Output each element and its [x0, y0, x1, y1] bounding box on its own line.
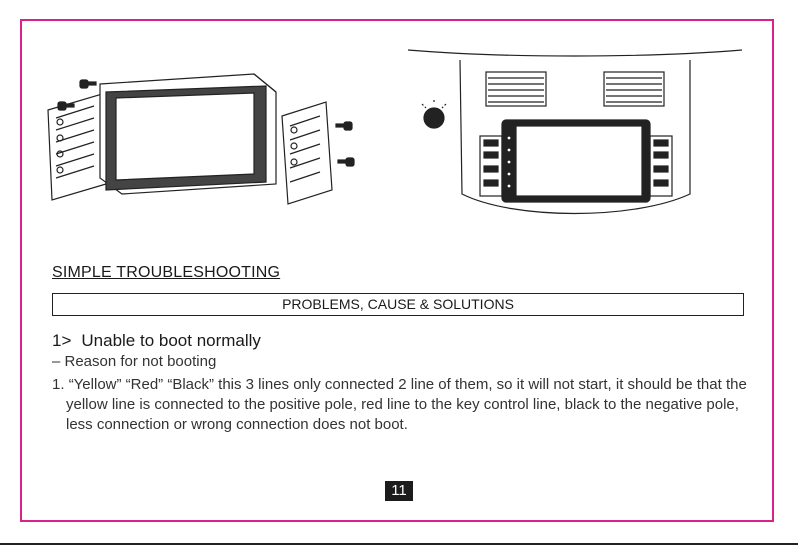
issue-heading: 1> Unable to boot normally	[52, 331, 261, 351]
issue-item: 1. “Yellow” “Red” “Black” this 3 lines o…	[52, 375, 748, 435]
reason-line: – Reason for not booting	[52, 353, 217, 370]
bottom-divider	[0, 543, 798, 545]
issue-title: Unable to boot normally	[81, 331, 261, 350]
item-number: 1.	[52, 376, 65, 393]
page-frame	[20, 19, 774, 522]
issue-number: 1>	[52, 331, 72, 350]
problems-header-box: PROBLEMS, CAUSE & SOLUTIONS	[52, 293, 744, 316]
dashboard-illustration	[407, 49, 743, 215]
section-title: SIMPLE TROUBLESHOOTING	[52, 264, 281, 281]
problems-header-label: PROBLEMS, CAUSE & SOLUTIONS	[282, 296, 514, 312]
item-text: “Yellow” “Red” “Black” this 3 lines only…	[66, 376, 747, 433]
bracket-installation-illustration	[47, 73, 355, 205]
page-number-badge: 11	[385, 481, 413, 501]
